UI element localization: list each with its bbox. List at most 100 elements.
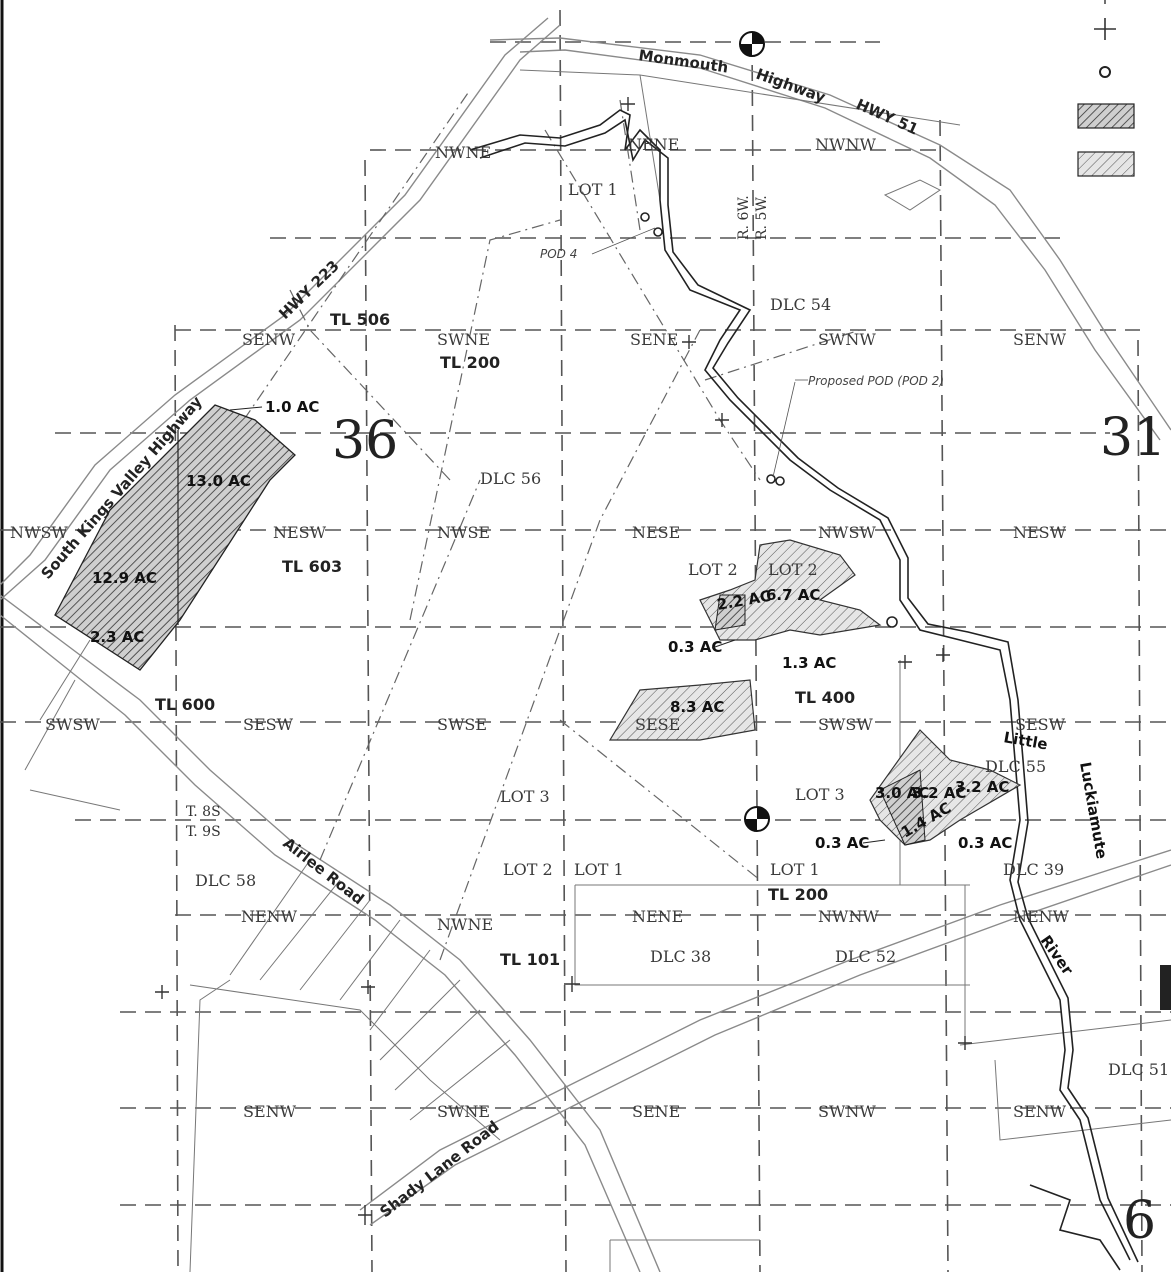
quarter-label: SENW: [1013, 1102, 1067, 1121]
tax-lot-label: TL 400: [795, 688, 855, 707]
acreage-label: 2.3 AC: [90, 628, 144, 646]
quarter-label: SWNW: [818, 330, 876, 349]
township-label: T. 8S: [186, 804, 221, 820]
acreage-label: 3.2 AC: [955, 778, 1009, 796]
quarter-label: LOT 1: [568, 180, 618, 199]
quarter-label: DLC 58: [195, 871, 256, 890]
township-label: T. 9S: [186, 824, 221, 840]
quarter-label: SENW: [242, 330, 296, 349]
river-label: Luckiamute: [1076, 761, 1111, 861]
road-label: Monmouth: [637, 46, 729, 76]
edge-mark: [1160, 965, 1171, 1010]
pod-label: Proposed POD (POD 2): [808, 374, 944, 388]
quarter-label: SWSW: [818, 715, 873, 734]
acreage-label: 0.3 AC: [815, 834, 869, 852]
acreage-label: 12.9 AC: [92, 569, 157, 587]
quarter-label: SWSW: [45, 715, 100, 734]
quarter-label: LOT 2: [768, 560, 818, 579]
roads: [0, 17, 1171, 1272]
quarter-label: SWNE: [437, 330, 490, 349]
quarter-label: SENE: [630, 330, 678, 349]
quarter-label: LOT 2: [503, 860, 553, 879]
irrigated-areas: [54, 404, 1022, 846]
hatch-light-swatch: [1077, 151, 1135, 177]
quarter-label: NESW: [273, 523, 327, 542]
river-label: River: [1037, 932, 1077, 979]
tax-lot-label: TL 506: [330, 310, 390, 329]
quarter-label: NWNW: [818, 907, 879, 926]
acreage-label: 1.0 AC: [265, 398, 319, 416]
quarter-label: NESE: [632, 523, 680, 542]
quarter-label: SWSE: [437, 715, 487, 734]
plus-markers: [155, 97, 972, 1225]
tax-lot-label: TL 101: [500, 950, 560, 969]
quarter-label: DLC 55: [985, 757, 1046, 776]
section-corner-markers: [739, 31, 770, 832]
acreage-label: 0.3 AC: [668, 638, 722, 656]
tax-lot-label: TL 200: [440, 353, 500, 372]
acreage-label: 13.0 AC: [186, 472, 251, 490]
tax-lot-labels: TL 506 TL 200 TL 603 TL 600 TL 400 TL 20…: [155, 310, 855, 969]
tax-lot-label: TL 603: [282, 557, 342, 576]
quarter-label: DLC 51: [1108, 1060, 1169, 1079]
quarter-label: NWSW: [10, 523, 68, 542]
legend: [1077, 0, 1135, 177]
section-number: 31: [1100, 408, 1166, 468]
quarter-label: NWSW: [818, 523, 876, 542]
quarter-label: SENE: [632, 1102, 680, 1121]
tax-lot-label: TL 200: [768, 885, 828, 904]
quarter-label: SENW: [243, 1102, 297, 1121]
quarter-label: NWNE: [437, 915, 493, 934]
acreage-label: 3.2 AC: [912, 784, 966, 802]
quarter-label: NENW: [241, 907, 298, 926]
quarter-label: NENW: [1013, 907, 1070, 926]
quarter-label: DLC 52: [835, 947, 896, 966]
quarter-label: LOT 1: [574, 860, 624, 879]
road-label: HWY 51: [853, 95, 921, 138]
quarter-label: NWNW: [815, 135, 876, 154]
quarter-label: SWNE: [437, 1102, 490, 1121]
section-number: 36: [332, 411, 398, 471]
quarter-label: SENW: [1013, 330, 1067, 349]
pod-markers: [591, 212, 898, 628]
quarter-label: LOT 1: [770, 860, 820, 879]
quarter-label: DLC 39: [1003, 860, 1064, 879]
road-label: Airlee Road: [280, 834, 368, 908]
acreage-label: 8.3 AC: [670, 698, 724, 716]
quarter-label: SESW: [1015, 715, 1066, 734]
quarter-label: DLC 54: [770, 295, 831, 314]
quarter-label: LOT 3: [795, 785, 845, 804]
quarter-label: SESE: [635, 715, 680, 734]
little-luckiamute-river: [469, 109, 1139, 1271]
plus-icon: [1094, 18, 1116, 40]
circle-icon: [1099, 66, 1111, 78]
hatch-dense-swatch: [1077, 103, 1135, 129]
tax-lot-label: TL 600: [155, 695, 215, 714]
section-corner-icon: [744, 806, 770, 832]
acreage-label: 6.7 AC: [766, 586, 820, 604]
range-label: R. 6W.: [736, 195, 752, 240]
quarter-label: NENE: [628, 135, 679, 154]
section-corner-icon: [739, 31, 765, 57]
quarter-label: NENE: [632, 907, 683, 926]
pod-label: POD 4: [540, 247, 577, 261]
quarter-label: NWNE: [435, 143, 491, 162]
quarter-label: LOT 2: [688, 560, 738, 579]
section-grid: [0, 9, 1171, 1272]
quarter-label: NWSE: [437, 523, 490, 542]
quarter-label: NESW: [1013, 523, 1067, 542]
quarter-label: SESW: [243, 715, 294, 734]
boundary-lines: [229, 89, 861, 961]
road-label: Highway: [754, 65, 828, 107]
quarter-label: DLC 56: [480, 469, 541, 488]
range-label: R. 5W.: [754, 195, 770, 240]
quarter-label: SWNW: [818, 1102, 876, 1121]
acreage-label: 1.3 AC: [782, 654, 836, 672]
quarter-labels: NWNE NENE NWNW LOT 1 SENW SWNE SENE SWNW…: [10, 135, 1169, 1121]
quarter-label: LOT 3: [500, 787, 550, 806]
acreage-label: 0.3 AC: [958, 834, 1012, 852]
section-number: 6: [1123, 1191, 1156, 1251]
quarter-label: DLC 38: [650, 947, 711, 966]
acreage-label: 3.0 AC: [875, 784, 929, 802]
